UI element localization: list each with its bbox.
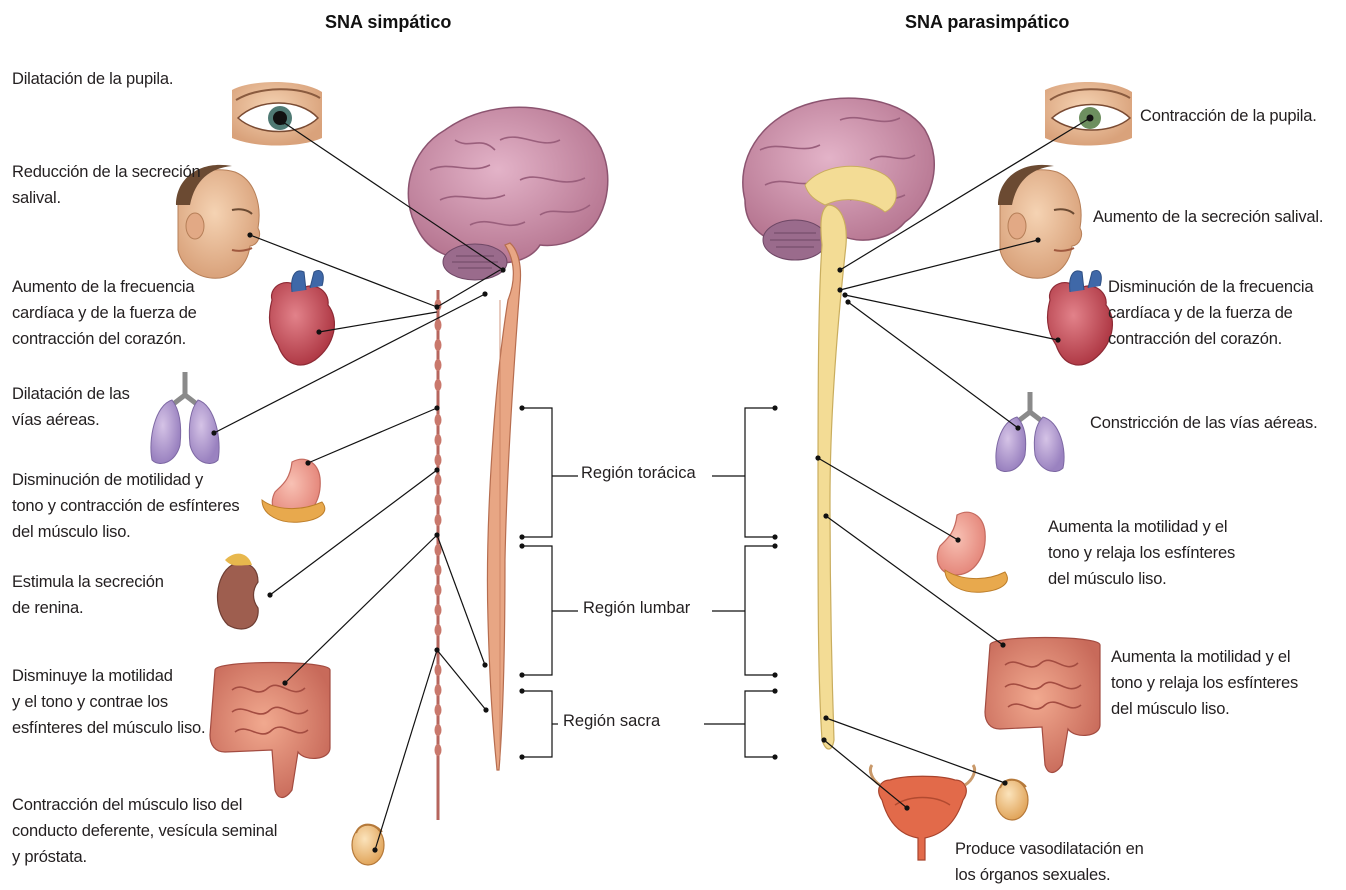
sympathetic-reproductive-label: Contracción del músculo liso del conduct…	[12, 792, 277, 870]
parasympathetic-heart-label: Disminución de la frecuencia cardíaca y …	[1108, 274, 1313, 352]
sympathetic-pupil-label: Dilatación de la pupila.	[12, 66, 173, 92]
testis-icon	[996, 780, 1028, 820]
parasympathetic-reproductive-label: Produce vasodilatación en los órganos se…	[955, 836, 1144, 888]
eye-icon	[1045, 82, 1132, 146]
region-lumbar-label: Región lumbar	[580, 599, 693, 618]
heart-icon	[270, 271, 335, 365]
sympathetic-kidney-label: Estimula la secreción de renina.	[12, 569, 164, 621]
sympathetic-header: SNA simpático	[325, 12, 451, 33]
region-sacral-label: Región sacra	[560, 712, 663, 731]
lungs-icon	[996, 392, 1064, 472]
region-thoracic-label: Región torácica	[578, 464, 699, 483]
sympathetic-lungs-label: Dilatación de las vías aéreas.	[12, 381, 130, 433]
face-icon	[998, 165, 1082, 278]
region-bracket-dots	[519, 405, 777, 759]
sympathetic-saliva-label: Reducción de la secreción salival.	[12, 159, 201, 211]
spinal-cord-icon	[487, 243, 520, 770]
eye-icon	[232, 82, 322, 146]
sympathetic-stomach-label: Disminución de motilidad y tono y contra…	[12, 467, 239, 545]
testis-icon	[352, 825, 384, 865]
heart-icon	[1048, 271, 1113, 365]
brain-icon	[408, 107, 607, 280]
lungs-icon	[151, 372, 219, 464]
sympathetic-chain	[435, 290, 442, 820]
sympathetic-heart-label: Aumento de la frecuencia cardíaca y de l…	[12, 274, 197, 352]
parasympathetic-intestine-label: Aumenta la motilidad y el tono y relaja …	[1111, 644, 1298, 722]
parasympathetic-lungs-label: Constricción de las vías aéreas.	[1090, 410, 1317, 436]
intestine-icon	[210, 663, 330, 798]
sympathetic-intestine-label: Disminuye la motilidad y el tono y contr…	[12, 663, 205, 741]
intestine-icon	[985, 638, 1100, 773]
stomach-icon	[262, 459, 325, 522]
kidney-icon	[217, 554, 258, 629]
parasympathetic-header: SNA parasimpático	[905, 12, 1069, 33]
parasympathetic-pupil-label: Contracción de la pupila.	[1140, 103, 1317, 129]
parasympathetic-stomach-label: Aumenta la motilidad y el tono y relaja …	[1048, 514, 1235, 592]
parasympathetic-saliva-label: Aumento de la secreción salival.	[1093, 204, 1323, 230]
spinal-cord-icon	[818, 205, 846, 749]
stomach-icon	[937, 512, 1007, 592]
region-brackets	[522, 408, 775, 757]
